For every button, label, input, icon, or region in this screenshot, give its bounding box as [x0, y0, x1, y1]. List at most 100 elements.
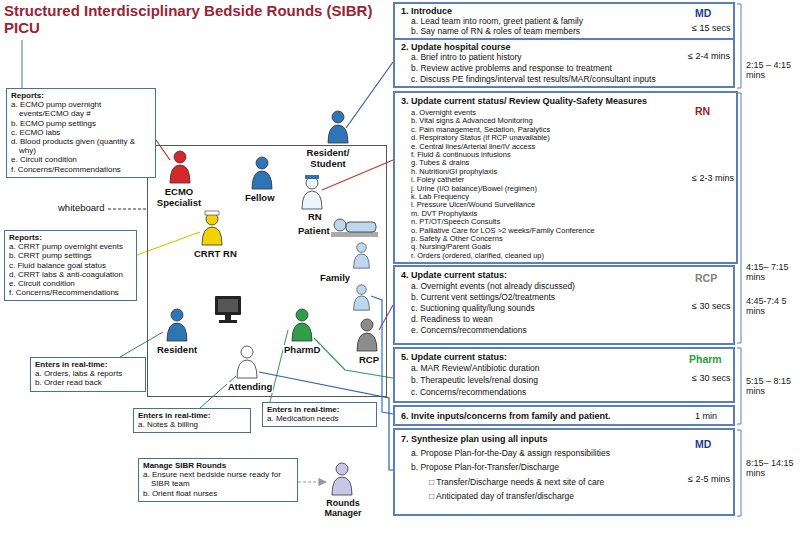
role-line: [346, 62, 393, 128]
computer-base: [219, 320, 237, 323]
role-line: [259, 372, 393, 470]
step-heading: 7. Synthesize plan using all inputs: [401, 434, 548, 444]
figure-label: CRRT RN: [193, 249, 238, 260]
list-item: c. Fluid balance goal status: [9, 261, 132, 270]
step-box: 3. Update current status/ Review Quality…: [393, 91, 738, 264]
student-figure: [328, 111, 348, 143]
role-line: [314, 338, 393, 378]
step-heading: 3. Update current status/ Review Quality…: [401, 96, 647, 106]
list-item: a. ECMO pump overnight events/ECMO day #: [11, 100, 151, 118]
box-heading: Enters in real-time:: [267, 405, 372, 414]
family-figure: [354, 285, 370, 310]
rcp-figure: [357, 319, 377, 351]
box-heading: Reports:: [9, 233, 132, 242]
text-block: Pharm: [689, 353, 722, 365]
step-box: 5. Update current status:Pharma. MAR Rev…: [393, 347, 735, 403]
list-item: b. Therapeutic levels/renal dosing: [411, 376, 538, 386]
list-item: f. Concerns/Recommendations: [9, 288, 132, 297]
time-label: 4:45-7:4 5 mins: [746, 296, 798, 317]
figure-label: Rounds Manager: [318, 498, 368, 519]
list-item: a. Notes & billing: [138, 420, 246, 429]
figure-label: RCP: [358, 355, 380, 366]
list-item: b. Current vent settings/O2/treatments: [411, 293, 555, 303]
list-item: e. Central lines/Arterial line/IV access: [411, 143, 535, 152]
time-label: 4:15– 7:15 mins: [746, 262, 798, 283]
list-item: b. Order read back: [35, 378, 141, 387]
list-item: a. CRRT pump overnight events: [9, 242, 132, 251]
patient-head: [334, 219, 346, 231]
text-block: MD: [695, 7, 711, 19]
duration: ≤ 30 secs: [692, 373, 730, 383]
time-label: 2:15 – 4:15 mins: [746, 60, 798, 81]
step-heading: 1. Introduce: [401, 6, 452, 16]
list-item: b. CRRT pump settings: [9, 251, 132, 260]
time-label: 8:15– 14:15 mins: [746, 458, 798, 479]
time-label: 5:15 – 8:15 mins: [746, 376, 798, 397]
text-block: RN: [695, 105, 710, 117]
report-box: Reports:a. ECMO pump overnight events/EC…: [6, 88, 156, 178]
list-item: k. Lab Frequency: [411, 193, 469, 202]
figure-label: ECMO Specialist: [153, 187, 205, 209]
nurse-cap: [205, 211, 219, 215]
list-item: e. Concerns/recommendations: [411, 326, 527, 336]
list-item: □ Anticipated day of transfer/discharge: [429, 492, 574, 502]
box-heading: Manage SIBR Rounds: [143, 461, 293, 470]
list-item: a. Lead team into room, greet patient & …: [411, 17, 583, 27]
list-item: q. Nursing/Parent Goals: [411, 243, 491, 252]
list-item: e. Circuit condition: [11, 155, 151, 164]
text-block: MD: [695, 438, 711, 450]
list-item: f. Fluid & continuous infusions: [411, 151, 511, 160]
list-item: i. Foley catheter: [411, 176, 464, 185]
patient-room: ECMO Specialist Fellow Resident/ StudentRN…: [147, 145, 387, 397]
list-item: d. Blood products given (quantity & why): [11, 137, 151, 155]
figure-label: Resident/ Student: [301, 148, 355, 170]
list-item: o. Palliative Care for LOS >2 weeks/Fami…: [411, 227, 595, 236]
list-item: □ Transfer/Discharge needs & next site o…: [429, 478, 604, 488]
resident-figure: [167, 309, 187, 341]
figure-label: RN: [307, 212, 323, 223]
list-item: b. Review active problems and response t…: [411, 64, 612, 74]
step-box: 7. Synthesize plan using all inputsMDa. …: [393, 428, 735, 516]
box-heading: Enters in real-time:: [35, 360, 141, 369]
list-item: d. Respiratory Status (if RCP unavailabl…: [411, 134, 550, 143]
duration: ≤ 15 secs: [692, 23, 730, 33]
callout-box: Enters in real-time:a. Notes & billing: [133, 408, 251, 433]
list-item: b. Propose Plan-for-Transfer/Discharge: [411, 463, 559, 473]
patient-body: [346, 222, 376, 232]
list-item: r. Orders (ordered, clarified, cleaned u…: [411, 252, 544, 261]
attending-figure: [237, 346, 257, 378]
figure-label: Fellow: [244, 193, 276, 204]
computer-stand: [225, 315, 231, 320]
family-figure: [354, 243, 370, 268]
pointer-label: whiteboard: [58, 203, 104, 214]
list-item: a. Overnight events (not already discuss…: [411, 282, 575, 292]
duration: ≤ 2-5 mins: [688, 474, 730, 484]
callout-box: Enters in real-time:a. Medication needs: [262, 402, 377, 427]
diagram-title: Structured Interdisciplinary Bedside Rou…: [4, 2, 375, 37]
figure-label: Patient: [297, 226, 331, 237]
list-item: a. Ensure next bedside nurse ready for S…: [143, 470, 293, 488]
pharmd-figure: [292, 309, 312, 341]
step-heading: 4. Update current status:: [401, 270, 507, 280]
list-item: m. DVT Prophylaxis: [411, 210, 477, 219]
list-item: d. CRRT labs & anti-coagulation: [9, 270, 132, 279]
list-item: a. Medication needs: [267, 414, 372, 423]
whiteboard-pointer: [108, 209, 147, 210]
step-heading: 2. Update hospital course: [401, 42, 511, 52]
list-item: b. ECMO pump settings: [11, 119, 151, 128]
list-item: b. Orient float nurses: [143, 489, 293, 498]
bed: [330, 232, 378, 237]
list-item: e. Circuit condition: [9, 279, 132, 288]
list-item: a. Brief intro to patient history: [411, 53, 522, 63]
ecmo-figure: [170, 151, 190, 183]
list-item: c. Discuss PE findings/interval test res…: [411, 75, 656, 85]
nurse-cap: [305, 175, 319, 179]
figure-label: Resident: [156, 345, 198, 356]
report-box: Reports:a. CRRT pump overnight eventsb. …: [4, 230, 137, 301]
list-item: p. Safety & Other Concerns: [411, 235, 503, 244]
fellow-figure: [252, 157, 272, 189]
list-item: b. Say name of RN & roles of team member…: [411, 27, 580, 37]
computer-screen: [218, 299, 238, 312]
figure-label: Family: [319, 273, 351, 284]
text-block: RCP: [695, 272, 717, 284]
